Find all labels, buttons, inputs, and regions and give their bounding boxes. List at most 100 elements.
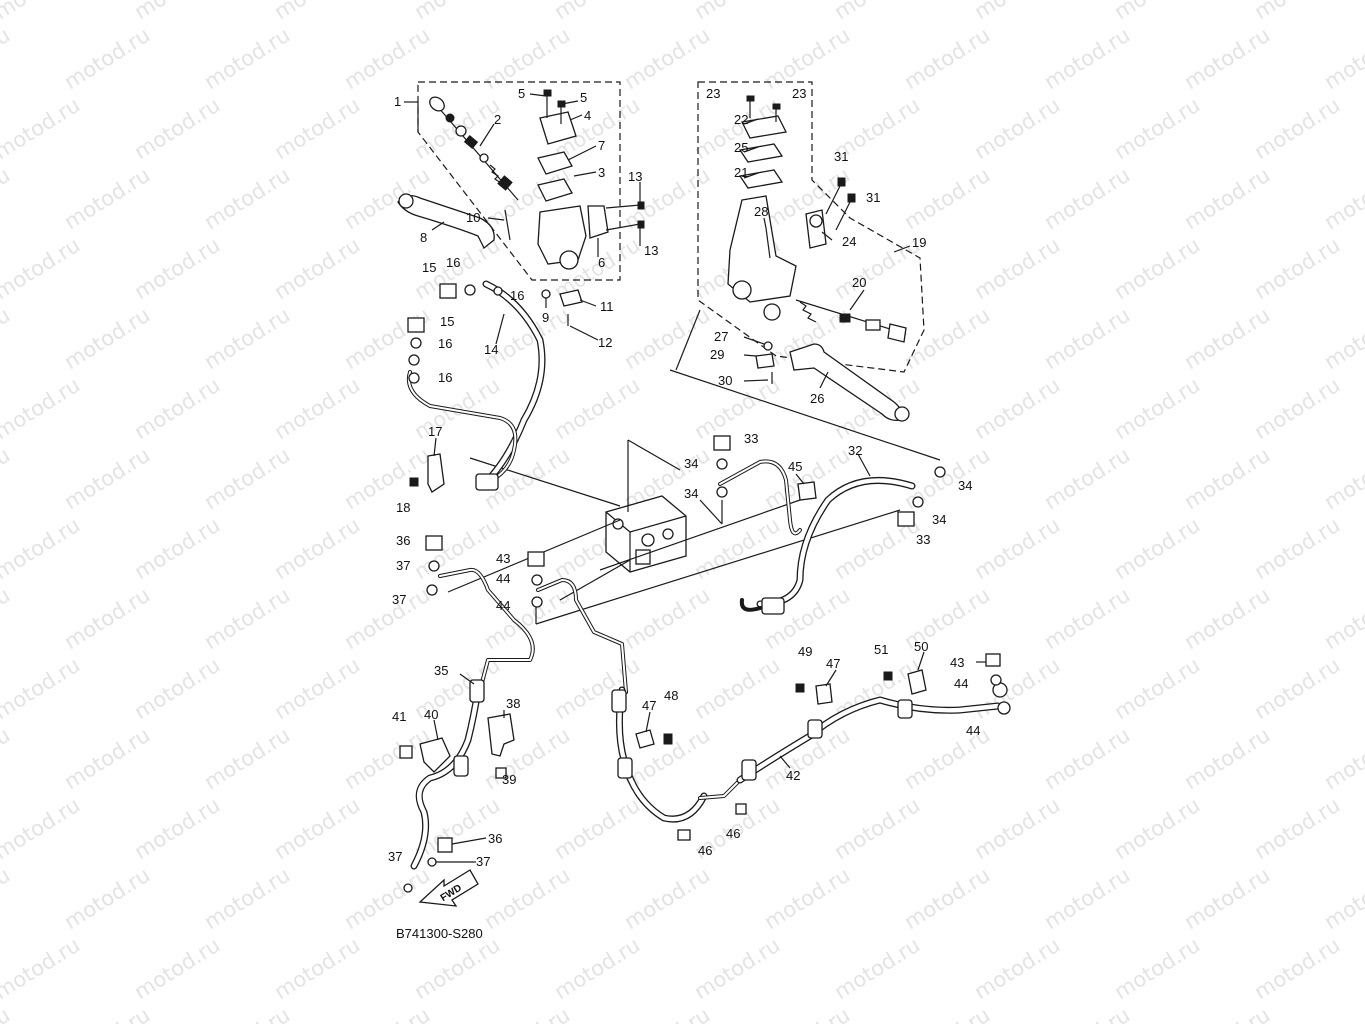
callout-31: 31 — [866, 190, 880, 205]
callout-34: 34 — [684, 486, 698, 501]
right-reservoir-cap — [741, 115, 787, 139]
watermark-text: motod.ru — [130, 0, 224, 24]
watermark-text: motod.ru — [1110, 933, 1204, 1004]
watermark-text: motod.ru — [1250, 93, 1344, 164]
watermark-text: motod.ru — [1250, 233, 1344, 304]
diagram-code: B741300-S280 — [396, 926, 483, 941]
watermark-text: motod.ru — [1250, 0, 1344, 24]
watermark-text: motod.ru — [1180, 303, 1274, 374]
watermark-text: motod.ru — [900, 1003, 994, 1024]
callout-26: 26 — [810, 391, 824, 406]
watermark-text: motod.ru — [970, 653, 1064, 724]
watermark-text: motod.ru — [1180, 723, 1274, 794]
callout-13: 13 — [644, 243, 658, 258]
callout-11: 11 — [600, 299, 614, 314]
watermark-text: motod.ru — [200, 443, 294, 514]
callout-5: 5 — [580, 90, 587, 105]
watermark-text: motod.ru — [60, 23, 154, 94]
watermark-text: motod.ru — [270, 0, 364, 24]
watermark-text: motod.ru — [1180, 583, 1274, 654]
right-diaphragm — [738, 169, 784, 189]
callout-21: 21 — [734, 165, 748, 180]
callout-15: 15 — [440, 314, 454, 329]
callout-7: 7 — [598, 138, 605, 153]
watermark-text: motod.ru — [1040, 583, 1134, 654]
watermark-text: motod.ru — [760, 443, 854, 514]
watermark-text: motod.ru — [270, 233, 364, 304]
watermark-text: motod.ru — [0, 723, 14, 794]
watermark-text: motod.ru — [340, 583, 434, 654]
watermark-text: motod.ru — [1110, 0, 1204, 24]
callout-3: 3 — [598, 165, 605, 180]
watermark-text: motod.ru — [1250, 793, 1344, 864]
watermark-text: motod.ru — [60, 443, 154, 514]
watermark-text: motod.ru — [200, 583, 294, 654]
watermark-text: motod.ru — [1110, 653, 1204, 724]
watermark-text: motod.ru — [830, 793, 924, 864]
callout-34: 34 — [684, 456, 698, 471]
callout-37: 37 — [396, 558, 410, 573]
callout-44: 44 — [496, 571, 510, 586]
callout-44: 44 — [966, 723, 980, 738]
watermark-text: motod.ru — [0, 793, 84, 864]
callout-43: 43 — [496, 551, 510, 566]
watermark-text: motod.ru — [340, 443, 434, 514]
watermark-text: motod.ru — [340, 303, 434, 374]
callout-2: 2 — [494, 112, 501, 127]
watermark-text: motod.ru — [60, 863, 154, 934]
right-master-cylinder-outline — [697, 81, 925, 373]
callout-16: 16 — [510, 288, 524, 303]
watermark-text: motod.ru — [900, 863, 994, 934]
watermark-text: motod.ru — [0, 1003, 14, 1024]
watermark-text: motod.ru — [1180, 1003, 1274, 1024]
callout-25: 25 — [734, 140, 748, 155]
piston-kit — [429, 96, 519, 201]
watermark-text: motod.ru — [340, 863, 434, 934]
right-cap-holder — [738, 143, 784, 163]
callout-41: 41 — [392, 709, 406, 724]
right-master-cylinder-body — [727, 195, 797, 303]
callout-44: 44 — [954, 676, 968, 691]
callout-9: 9 — [542, 310, 549, 325]
callout-24: 24 — [842, 234, 856, 249]
watermark-text: motod.ru — [1040, 1003, 1134, 1024]
left-master-cylinder-group — [397, 81, 645, 326]
watermark-text: motod.ru — [270, 513, 364, 584]
watermark-text: motod.ru — [480, 23, 574, 94]
bolts-and-washers — [399, 283, 1002, 893]
watermark-text: motod.ru — [200, 863, 294, 934]
watermark-text: motod.ru — [0, 303, 14, 374]
watermark-text: motod.ru — [830, 0, 924, 24]
callout-5: 5 — [518, 86, 525, 101]
callout-39: 39 — [502, 772, 516, 787]
watermark-text: motod.ru — [1040, 443, 1134, 514]
callout-38: 38 — [506, 696, 520, 711]
watermark-text: motod.ru — [130, 513, 224, 584]
callout-33: 33 — [744, 431, 758, 446]
watermark-text: motod.ru — [200, 163, 294, 234]
callout-20: 20 — [852, 275, 866, 290]
watermark-text: motod.ru — [1320, 303, 1365, 374]
callout-31: 31 — [834, 149, 848, 164]
watermark-text: motod.ru — [130, 933, 224, 1004]
callout-36: 36 — [396, 533, 410, 548]
watermark-text: motod.ru — [60, 583, 154, 654]
callout-46: 46 — [698, 843, 712, 858]
callout-30: 30 — [718, 373, 732, 388]
watermark-text: motod.ru — [690, 373, 784, 444]
watermark-text: motod.ru — [0, 863, 14, 934]
watermark-text: motod.ru — [1110, 373, 1204, 444]
watermark-text: motod.ru — [690, 933, 784, 1004]
callout-49: 49 — [798, 644, 812, 659]
watermark-text: motod.ru — [0, 373, 84, 444]
watermark-text: motod.ru — [830, 933, 924, 1004]
watermark-text: motod.ru — [1320, 163, 1365, 234]
watermark-text: motod.ru — [0, 583, 14, 654]
watermark-text: motod.ru — [760, 863, 854, 934]
watermark-text: motod.ru — [200, 723, 294, 794]
watermark-text: motod.ru — [410, 0, 504, 24]
watermark-text: motod.ru — [60, 303, 154, 374]
watermark-text: motod.ru — [1180, 863, 1274, 934]
